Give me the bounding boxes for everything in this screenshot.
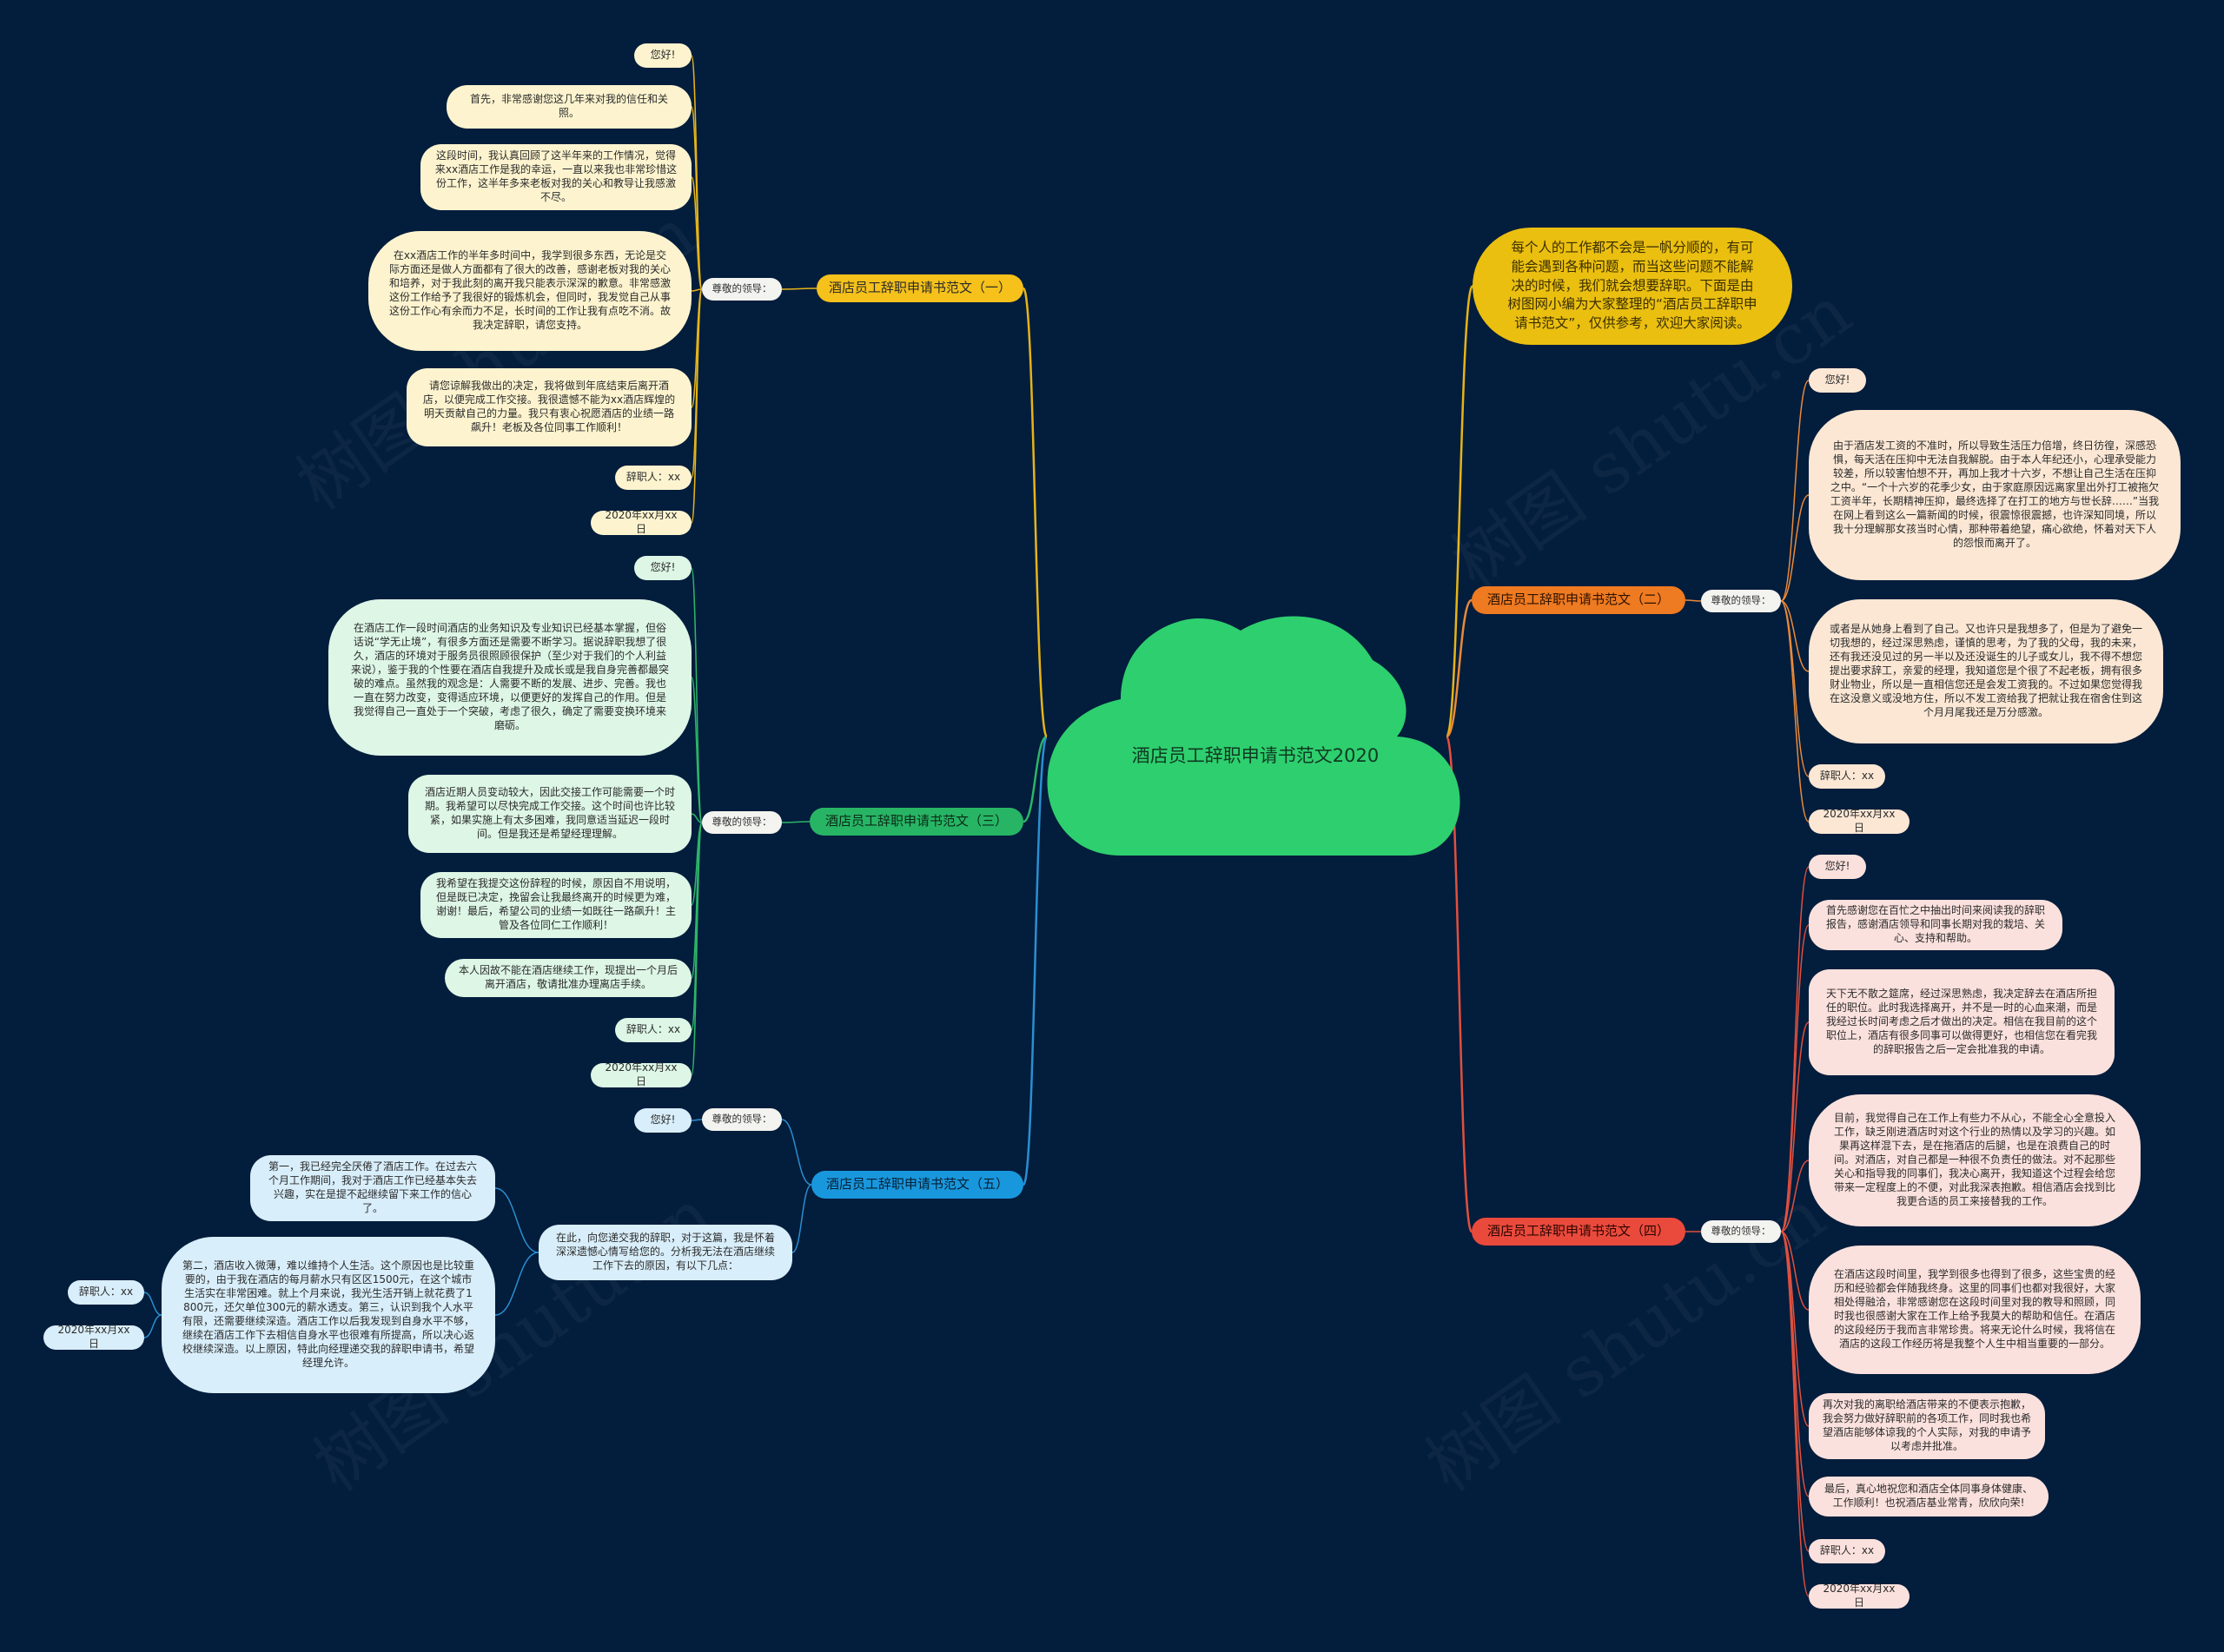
connector-line <box>791 1184 812 1253</box>
center-cloud-shape <box>1047 616 1460 856</box>
connector-line <box>1780 1231 1810 1497</box>
branch-1-date[interactable]: 2020年xx月xx日 <box>591 509 692 535</box>
connector-line <box>1780 600 1810 777</box>
connector-line <box>1780 1021 1810 1232</box>
branch-1-salutation[interactable]: 尊敬的领导： <box>702 278 782 301</box>
branch-1-para-1[interactable]: 首先，非常感谢您这几年来对我的信任和关照。 <box>447 85 692 129</box>
branch-1-greeting[interactable]: 您好! <box>634 43 692 68</box>
connector-line <box>1780 380 1810 602</box>
branch-connector <box>1445 735 1473 1233</box>
branch-2-date[interactable]: 2020年xx月xx日 <box>1809 808 1910 834</box>
branch-3-greeting[interactable]: 您好! <box>634 556 692 580</box>
connector-line <box>691 822 703 906</box>
connector-line <box>494 1187 539 1253</box>
branch-4-signer[interactable]: 辞职人：xx <box>1809 1539 1885 1563</box>
connector-line <box>1780 600 1810 672</box>
branch-4-para-4[interactable]: 在酒店这段时间里，我学到很多也得到了很多，这些宝贵的经历和经验都会伴随我终身。这… <box>1809 1246 2141 1374</box>
intro-summary-node[interactable]: 每个人的工作都不会是一帆分顺的，有可能会遇到各种问题，而当这些问题不能解决的时候… <box>1473 228 1792 345</box>
branch-1-para-3[interactable]: 在xx酒店工作的半年多时间中，我学到很多东西，无论是交际方面还是做人方面都有了很… <box>368 231 692 351</box>
branch-1-para-4[interactable]: 请您谅解我做出的决定，我将做到年底结束后离开酒店，以便完成工作交接。我很遗憾不能… <box>407 368 692 446</box>
branch-3-salutation[interactable]: 尊敬的领导： <box>702 811 782 834</box>
connector-line <box>1780 1231 1810 1311</box>
connector-line <box>691 288 703 292</box>
branch-4-para-5[interactable]: 再次对我的离职给酒店带来的不便表示抱歉，我会努力做好辞职前的各项工作，同时我也希… <box>1809 1393 2045 1459</box>
branch-2-title[interactable]: 酒店员工辞职申请书范文（二） <box>1472 586 1685 614</box>
branch-2-salutation[interactable]: 尊敬的领导： <box>1701 590 1781 612</box>
branch-3-para-2[interactable]: 酒店近期人员变动较大，因此交接工作可能需要一个时期。我希望可以尽快完成工作交接。… <box>408 775 692 853</box>
connector-line <box>691 288 703 479</box>
connector-line <box>1780 1160 1810 1232</box>
branch-5-salutation[interactable]: 尊敬的领导： <box>702 1108 782 1131</box>
connector-line <box>691 813 703 823</box>
branch-4-greeting[interactable]: 您好! <box>1809 855 1866 879</box>
branch-4-para-2[interactable]: 天下无不散之筵席，经过深思熟虑，我决定辞去在酒店所担任的职位。此时我选择离开，并… <box>1809 969 2115 1075</box>
branch-4-date[interactable]: 2020年xx月xx日 <box>1809 1583 1910 1609</box>
connector-line <box>494 1252 539 1316</box>
connector-line <box>143 1292 162 1316</box>
branch-4-salutation[interactable]: 尊敬的领导： <box>1701 1220 1781 1243</box>
branch-connector <box>1022 287 1049 738</box>
branch-4-para-6[interactable]: 最后，真心地祝您和酒店全体同事身体健康、工作顺利！也祝酒店基业常青，欣欣向荣! <box>1809 1477 2049 1517</box>
connector-line <box>781 1119 812 1186</box>
intro-connector <box>1445 285 1474 738</box>
branch-2-para-1[interactable]: 由于酒店发工资的不准时，所以导致生活压力倍增，终日彷徨，深感恐惧，每天活在压抑中… <box>1809 410 2181 580</box>
branch-4-para-1[interactable]: 首先感谢您在百忙之中抽出时间来阅读我的辞职报告，感谢酒店领导和同事长期对我的栽培… <box>1809 900 2062 950</box>
branch-connector <box>1445 598 1473 738</box>
connector-line <box>781 821 811 823</box>
branch-4-para-3[interactable]: 目前，我觉得自己在工作上有些力不从心，不能全心全意投入工作，缺乏刚进酒店时对这个… <box>1809 1094 2141 1226</box>
branch-5-point-2[interactable]: 第二，酒店收入微薄，难以维持个人生活。这个原因也是比较重要的，由于我在酒店的每月… <box>162 1237 495 1393</box>
connector-line <box>143 1314 162 1338</box>
branch-5-greeting[interactable]: 您好! <box>634 1108 692 1133</box>
branch-2-para-2[interactable]: 或者是从她身上看到了自己。又也许只是我想多了，但是为了避免一切我想的，经过深思熟… <box>1809 599 2163 743</box>
connector-line <box>691 288 703 408</box>
branch-3-para-3[interactable]: 我希望在我提交这份辞程的时候，原因自不用说明，但是既已决定，挽留会让我最终离开的… <box>420 872 692 938</box>
connector-line <box>781 287 817 290</box>
branch-1-title[interactable]: 酒店员工辞职申请书范文（一） <box>817 274 1023 302</box>
connector-line <box>691 822 703 1031</box>
branch-2-signer[interactable]: 辞职人：xx <box>1809 764 1885 789</box>
branch-1-signer[interactable]: 辞职人：xx <box>615 466 692 490</box>
branch-connector <box>1023 735 1048 823</box>
branch-3-signer[interactable]: 辞职人：xx <box>615 1018 692 1042</box>
branch-2-greeting[interactable]: 您好! <box>1809 368 1866 393</box>
branch-5-title[interactable]: 酒店员工辞职申请书范文（五） <box>811 1171 1023 1199</box>
branch-5-body[interactable]: 在此，向您递交我的辞职，对于这篇，我是怀着深深遗憾心情写给您的。分析我无法在酒店… <box>539 1225 792 1280</box>
branch-5-date[interactable]: 2020年xx月xx日 <box>43 1324 144 1350</box>
connector-line <box>691 55 703 290</box>
branch-4-title[interactable]: 酒店员工辞职申请书范文（四） <box>1472 1218 1685 1246</box>
connector-line <box>1685 599 1702 602</box>
branch-1-para-2[interactable]: 这段时间，我认真回顾了这半年来的工作情况，觉得来xx酒店工作是我的幸运，一直以来… <box>420 144 692 210</box>
branch-3-date[interactable]: 2020年xx月xx日 <box>591 1061 692 1087</box>
center-topic[interactable]: 酒店员工辞职申请书范文2020 <box>1131 745 1380 766</box>
connector-line <box>1780 866 1810 1232</box>
branch-3-para-1[interactable]: 在酒店工作一段时间酒店的业务知识及专业知识已经基本掌握，但俗话说“学无止境”，有… <box>328 599 692 756</box>
connector-line <box>691 567 703 823</box>
branch-3-para-4[interactable]: 本人因故不能在酒店继续工作，现提出一个月后离开酒店，敬请批准办理离店手续。 <box>445 959 692 997</box>
connector-line <box>1780 494 1810 602</box>
branch-5-point-1[interactable]: 第一，我已经完全厌倦了酒店工作。在过去六个月工作期间，我对于酒店工作已经基本失去… <box>250 1155 495 1221</box>
branch-connector <box>1022 735 1049 1186</box>
connector-line <box>1780 1231 1810 1427</box>
branch-3-title[interactable]: 酒店员工辞职申请书范文（三） <box>810 808 1023 836</box>
branch-5-signer[interactable]: 辞职人：xx <box>68 1280 144 1305</box>
